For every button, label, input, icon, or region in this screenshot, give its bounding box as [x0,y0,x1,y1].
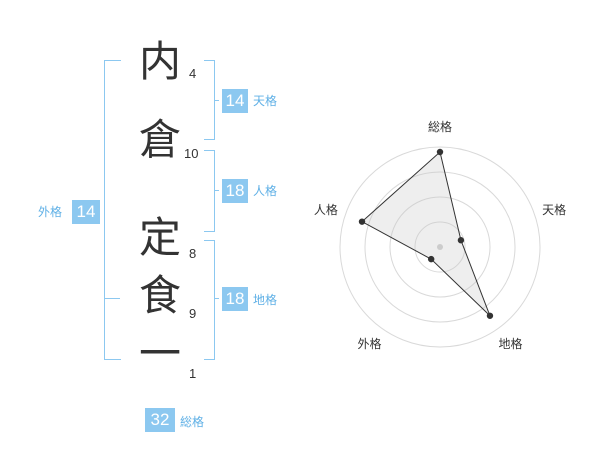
radar-axis-label-3: 地格 [499,336,523,351]
name-char-2: 倉 [138,115,181,164]
gaikaku-badge: 14 [72,200,100,224]
name-char-5: 一 [138,329,181,378]
jinkaku-badge: 18 [222,179,248,203]
radar-grid-ring-4 [339,146,541,348]
name-char-3: 定 [138,213,181,262]
soukaku-badge: 32 [145,408,175,432]
radar-point-4 [427,255,435,263]
stroke-count-4: 9 [189,306,197,321]
tenkaku-badge: 14 [222,89,248,113]
radar-point-3 [486,312,494,319]
radar-center-dot [437,244,443,250]
tenkaku-bracket-mid [214,100,219,101]
radar-point-5 [358,218,366,225]
radar-grid-ring-1 [414,221,466,273]
radar-axis-label-5: 人格 [314,202,338,217]
radar-axis-label-2: 天格 [542,202,566,217]
radar-axis-label-4: 外格 [357,336,381,351]
jinkaku-label: 人格 [253,184,278,198]
gaikaku-bracket-divider [104,298,120,299]
soukaku-label: 総格 [180,415,205,429]
gaikaku-label: 外格 [38,205,63,219]
jinkaku-bracket [204,150,215,232]
stroke-count-3: 8 [189,246,197,261]
gaikaku-bracket [104,60,121,360]
radar-point-1 [436,148,444,156]
jinkaku-bracket-mid [214,190,219,191]
radar-data-polygon [361,151,491,317]
chikaku-bracket-mid [214,298,219,299]
tenkaku-label: 天格 [253,94,278,108]
radar-point-2 [457,237,465,244]
radar-grid-ring-2 [389,196,491,298]
chikaku-badge: 18 [222,287,248,311]
name-char-1: 内 [138,37,181,86]
chikaku-label: 地格 [253,293,278,307]
stroke-count-1: 4 [189,66,197,81]
chikaku-bracket [204,240,215,360]
stroke-count-5: 1 [189,366,197,381]
name-char-4: 食 [138,271,181,320]
radar-axis-label-1: 総格 [428,119,452,134]
stroke-count-2: 10 [184,146,199,161]
radar-grid-ring-3 [364,171,516,323]
